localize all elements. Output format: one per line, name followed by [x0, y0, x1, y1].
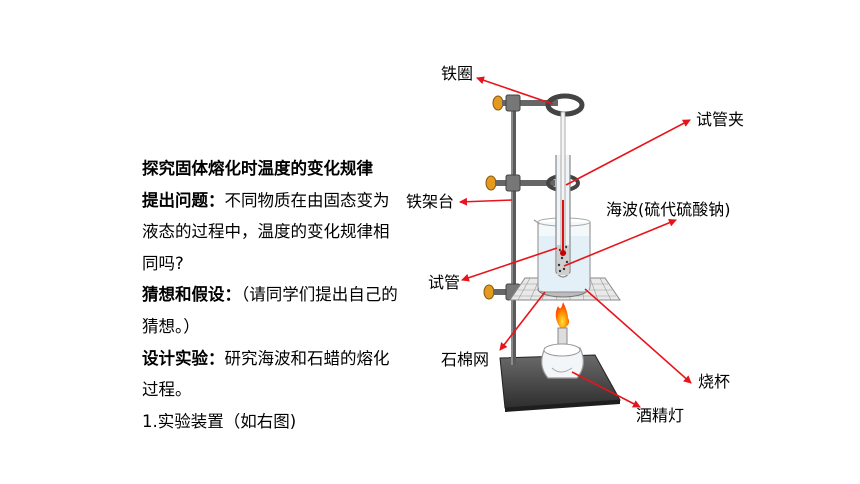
alcohol-lamp — [541, 327, 584, 379]
design-label: 设计实验： — [142, 348, 225, 368]
label-lamp: 酒精灯 — [636, 406, 685, 425]
top-clamp — [492, 93, 585, 117]
design-paragraph: 设计实验：研究海波和石蜡的熔化过程。 — [142, 343, 400, 406]
question-paragraph: 提出问题：不同物质在由固态变为液态的过程中，温度的变化规律相同吗? — [142, 185, 400, 280]
arrow-tube-clamp — [565, 119, 691, 186]
question-label: 提出问题： — [142, 190, 225, 210]
label-iron-stand: 铁架台 — [406, 192, 455, 211]
label-test-tube: 试管 — [428, 273, 461, 292]
hypothesis-text: （请同学们提出自己的猜想。） — [142, 285, 398, 336]
label-beaker: 烧杯 — [698, 372, 731, 391]
section-title: 探究固体熔化时温度的变化规律 — [142, 159, 373, 178]
arrow-hypo — [563, 218, 677, 267]
arrow-beaker — [584, 288, 692, 384]
question-text: 不同物质在由固态变为液态的过程中，温度的变化规律相同吗? — [142, 190, 390, 273]
thermometer — [560, 111, 566, 256]
label-iron-ring: 铁圈 — [441, 64, 474, 83]
experiment-text: 探究固体熔化时温度的变化规律 提出问题：不同物质在由固态变为液态的过程中，温度的… — [142, 153, 400, 437]
flame-shape — [555, 302, 570, 330]
label-arrows — [459, 76, 692, 408]
hypothesis-label: 猜想和假设： — [142, 285, 241, 305]
label-gauze: 石棉网 — [441, 350, 490, 369]
arrow-gauze — [499, 291, 546, 351]
apparatus-line: 1.实验装置（如右图) — [142, 411, 297, 431]
arrow-iron-ring — [476, 76, 554, 105]
arrow-lamp — [571, 371, 641, 408]
hypothesis-paragraph: 猜想和假设：（请同学们提出自己的猜想。） — [142, 279, 400, 342]
arrow-test-tube — [461, 247, 558, 282]
stand-rod — [511, 95, 516, 365]
label-tube-clamp: 试管夹 — [696, 110, 745, 129]
arrow-iron-stand — [459, 197, 513, 206]
design-text: 研究海波和石蜡的熔化过程。 — [142, 348, 390, 400]
label-hypo: 海波(硫代硫酸钠) — [606, 200, 731, 219]
